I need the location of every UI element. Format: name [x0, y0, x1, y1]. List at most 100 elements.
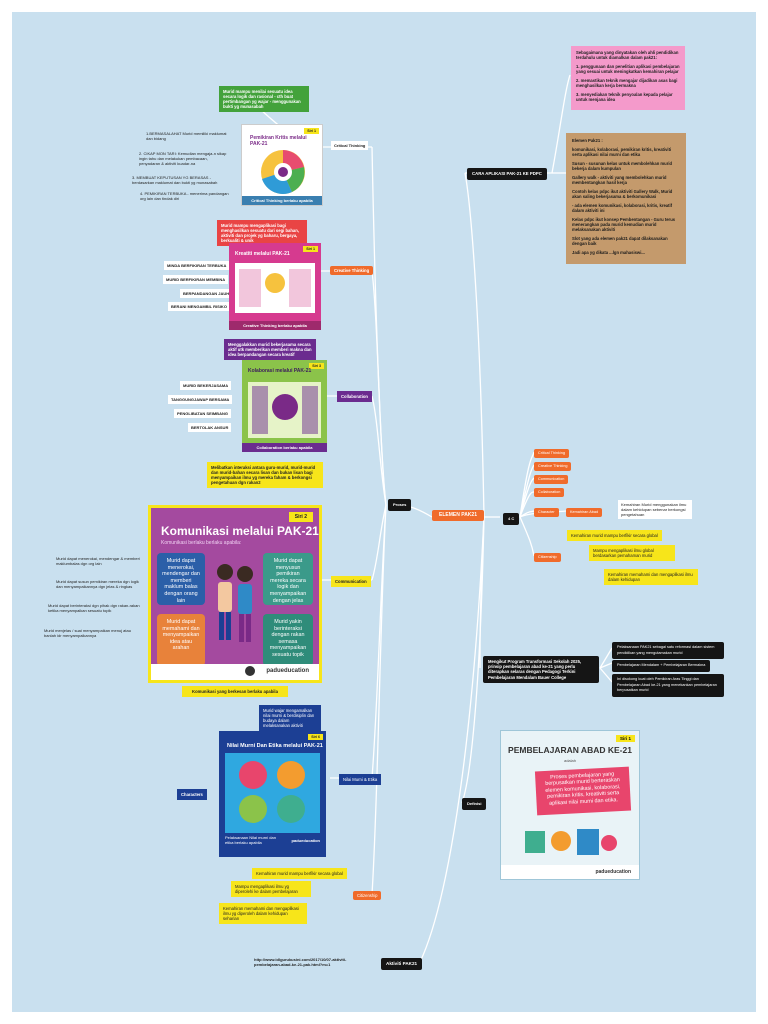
right-item-creative: Creative Thinking: [534, 462, 572, 471]
definisi-text: Proses pembelajaran yang berpusatkan mur…: [534, 766, 632, 816]
characters-card-title: Nilai Murni Dan Etika melalui PAK-21: [227, 743, 323, 749]
critical-wheel-illustration: [261, 150, 305, 194]
communication-item-2: Murid dapat susun pemikiran mereka dgn l…: [56, 579, 139, 589]
branch-aktiviti[interactable]: Aktiviti PAK21: [381, 958, 423, 970]
collaboration-item-4: BERTOLAK ANSUR: [188, 423, 232, 432]
critical-item-4: 4. PEMIKIRAN TERBUKA - menerima pandanga…: [140, 191, 229, 201]
creative-card-panel: [235, 263, 315, 313]
right-item-collaboration: Collaboration: [534, 488, 565, 497]
nilai-murni-node[interactable]: Nilai Murni & Etika: [339, 774, 382, 785]
central-node[interactable]: ELEMEN PAK21: [432, 510, 484, 521]
definisi-illustration: [525, 829, 617, 855]
branch-characters[interactable]: Characters: [177, 789, 207, 800]
collaboration-item-1: MURID BEKERJASAMA: [180, 381, 232, 390]
collaboration-card: Siri 3 Kolaborasi melalui PAK-21 Collabo…: [242, 360, 327, 452]
right-item-citizenship: Citizenship: [534, 553, 561, 562]
citizenship-item-1: Kemahiran murid mampu berfikir secara gl…: [252, 868, 347, 879]
pink-line-1: Sebagaimana yang dinyatakan oleh ahli pe…: [576, 50, 679, 60]
critical-item-3: 3. MEMBUAT KEPUTUSAN YG BERASAS - berdas…: [132, 175, 218, 185]
communication-item-4: Murid menjelas / suai menyampaikan menuj…: [44, 628, 131, 638]
branch-definisi[interactable]: Definisi: [462, 798, 487, 810]
tan-line-7: Kelas pdpc ikut konsep Pembentangan - Gu…: [572, 217, 676, 232]
collaboration-item-2: TANGGUNGJAWAP BERSAMA: [168, 395, 233, 404]
mengikut-note-2: Pembelajaran Mendalam + Pembelajaran Ber…: [612, 660, 711, 672]
pink-line-3: 2. memastikan teknik mengajar dijadikan …: [576, 78, 678, 88]
branch-collaboration[interactable]: Collaboration: [337, 391, 372, 402]
communication-card-footer: padueducation: [151, 664, 319, 680]
tan-line-5: Contoh kelas pdpc ikut aktiviti Gallery …: [572, 189, 673, 199]
communication-card: Siri 2 Komunikasi melalui PAK-21 Komunik…: [148, 505, 322, 683]
right-note-c: Mampu mengaplikasi ilmu global berdasark…: [589, 545, 675, 561]
definisi-adalah: adalah: [563, 758, 576, 763]
right-item-kemahiran: Kemahiran Abad: [566, 508, 603, 517]
brand-logo: padueducation: [595, 869, 631, 875]
communication-box-2: Murid dapat menyusun pemikiran mereka se…: [263, 553, 313, 605]
characters-note: Murid wajar mengamalkan nilai murni & be…: [259, 705, 321, 731]
tan-line-4: Gallery walk - aktiviti yang membolehkan…: [572, 175, 667, 185]
right-note-a: Kemahiran Murid menggunakan ilmu dalam k…: [618, 500, 692, 519]
right-note-d: Kemahiran memahami dan mengaplikasi ilmu…: [604, 569, 698, 585]
creative-item-2: MURID BERFIKIRAN MEMBINA: [163, 275, 229, 284]
right-item-character: Character: [534, 508, 559, 517]
collaboration-card-caption: Collaboration berlaku apabila: [242, 443, 327, 452]
collaboration-card-panel: [248, 382, 321, 438]
branch-critical-thinking[interactable]: Critical Thinking: [331, 141, 369, 150]
creative-card-title: Kreatiti melalui PAK-21: [235, 251, 290, 257]
definisi-card: Siri 1 PEMBELAJARAN ABAD KE-21 adalah Pr…: [500, 730, 640, 880]
tan-line-3: Susun - susunan kelas untuk membolehkan …: [572, 161, 673, 171]
tan-line-6: - ada elemen komunikasi, kolaborasi, kri…: [572, 203, 673, 213]
characters-card-caption: Pelaksanaan Nilai murni dan etika berlak…: [225, 835, 276, 845]
creative-thinking-card: Siri 1 Kreatiti melalui PAK-21 Creative …: [229, 243, 321, 330]
citizenship-item-3: Kemahiran memahami dan mengaplikasi ilmu…: [219, 903, 307, 924]
tan-line-8: Slot yang ada elemen pak21 dapat dilaksa…: [572, 236, 668, 246]
branch-4c[interactable]: 4 C: [503, 513, 520, 525]
communication-card-caption: Komunikasi yang berkesan berlaku apabila: [182, 686, 288, 697]
branch-communication[interactable]: Communication: [331, 576, 371, 587]
siri-badge: Siri 6: [308, 734, 323, 740]
brand-icon: [245, 666, 255, 676]
pink-line-2: 1. penggunaan dan penelitian aplikasi pe…: [576, 64, 680, 74]
creative-item-3: BERPANDANGAN JAUH: [180, 289, 233, 298]
pink-note-box: Sebagaimana yang dinyatakan oleh ahli pe…: [571, 46, 685, 110]
critical-thinking-card: Siri 1 Pemikiran Kritis melalui PAK-21 C…: [241, 124, 323, 206]
brand-logo: padueducation: [266, 668, 309, 674]
tan-line-9: Jadi apa yg dikata ...lgn mahasiswi...: [572, 250, 645, 255]
communication-box-4: Murid yakin berinteraksi dengan rakan se…: [263, 614, 313, 666]
definisi-title: PEMBELAJARAN ABAD KE-21: [508, 745, 632, 755]
branch-proses[interactable]: Proses: [388, 499, 412, 511]
creative-note: Murid mampu mengaplikasi bagi menghasilk…: [217, 220, 307, 246]
tan-note-box: Elemen Pak21 : komunikasi, kolaborasi, p…: [566, 133, 686, 264]
citizenship-item-2: Mampu mengaplikasi ilmu yg diperolehi ke…: [231, 881, 311, 897]
siri-badge: Siri 2: [288, 512, 313, 522]
branch-citizenship[interactable]: Citizenship: [353, 891, 382, 900]
creative-item-4: BERANI MENGAMBIL RISIKO: [168, 302, 230, 311]
aktiviti-link[interactable]: http://www.idlgurukusini.com/2017/10/07-…: [254, 957, 347, 967]
creative-item-1: MINDA BERFIKIRAN TERBUKA: [164, 261, 230, 270]
collaboration-note: Menggalakkan murid bekerjasama secara ak…: [224, 339, 316, 360]
siri-badge: Siri 1: [303, 246, 318, 252]
creative-card-caption: Creative Thinking berlaku apabila: [229, 321, 321, 330]
communication-item-1: Murid dapat menerokai, mendengar & membe…: [56, 556, 140, 566]
collaboration-card-title: Kolaborasi melalui PAK-21: [248, 368, 312, 374]
communication-card-title: Komunikasi melalui PAK-21: [161, 524, 319, 538]
siri-badge: Siri 1: [615, 735, 635, 742]
branch-cara-aplikasi[interactable]: CARA APLIKASI PAK-21 KE PDPC: [467, 168, 547, 180]
tan-line-2: komunikasi, kolaborasi, pemikiran kritis…: [572, 147, 672, 157]
brand-logo: padueducation: [291, 838, 320, 843]
critical-card-caption: Critical Thinking berlaku apabila: [242, 196, 322, 205]
communication-card-subtitle: Komunikasi berlaku berlaku apabila:: [161, 540, 242, 546]
siri-badge: Siri 3: [309, 363, 324, 369]
critical-note: Murid mampu menilai sesuatu idea secara …: [219, 86, 309, 112]
siri-badge: Siri 1: [304, 128, 319, 134]
pink-line-4: 3. menyediakan teknik penyoalan kepada p…: [576, 92, 673, 102]
characters-card-panel: [225, 753, 320, 833]
collaboration-item-3: PENGLIBATAN SEIMBANG: [174, 409, 231, 418]
characters-card: Siri 6 Nilai Murni Dan Etika melalui PAK…: [219, 731, 326, 857]
communication-box-3: Murid dapat memahami dan menyampaikan id…: [157, 614, 205, 666]
branch-mengikut[interactable]: Mengikut Program Transformasi Sekolah 20…: [483, 656, 599, 683]
students-illustration: [217, 564, 253, 642]
critical-card-title: Pemikiran Kritis melalui PAK-21: [250, 135, 307, 147]
critical-item-1: 1.BERMASALAHAT Murid memiliki maklumat d…: [146, 131, 227, 141]
branch-creative-thinking[interactable]: Creative Thinking: [330, 266, 374, 275]
right-item-communication: Communication: [534, 475, 569, 484]
